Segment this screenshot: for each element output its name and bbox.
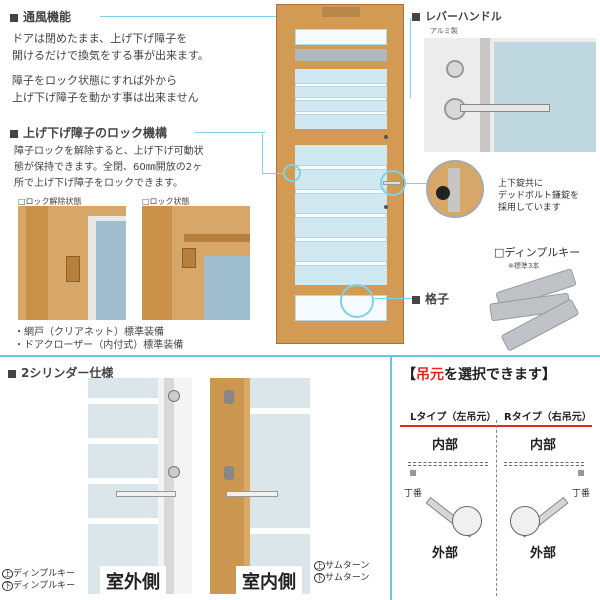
- lever-heading: レバーハンドル: [412, 8, 502, 24]
- dimple-key-note: ※標準3本: [508, 262, 540, 270]
- callout-circle: [283, 164, 301, 182]
- lock-heading: 上げ下げ障子のロック機構: [10, 124, 167, 141]
- callout-line: [404, 183, 430, 184]
- outside-left-label: 外部: [432, 546, 459, 561]
- heading-bullet-icon: [10, 13, 18, 22]
- unlocked-photo: [18, 206, 126, 320]
- person-icon: [452, 506, 482, 536]
- heading-bullet-icon: [412, 295, 420, 304]
- dimple-key-label: □ディンプルキー: [494, 246, 581, 259]
- hinge-icon: [410, 470, 416, 476]
- callout-line: [262, 173, 284, 174]
- l-type-label: Lタイプ（左吊元）: [410, 412, 497, 423]
- hinge-side-heading: 【吊元を選択できます】: [402, 367, 556, 383]
- locked-photo: [142, 206, 250, 320]
- callout-circle: [380, 170, 406, 196]
- callout-line: [374, 298, 412, 299]
- ventilation-title: 通風機能: [23, 10, 72, 24]
- standard-notes: ・網戸（クリアネット）標準装備 ・ドアクローザー（内付式）標準装備: [14, 327, 184, 351]
- hinge-icon: [578, 470, 584, 476]
- locked-caption: □ロック状態: [142, 197, 190, 206]
- lever-handle: [116, 491, 176, 497]
- exterior-label: 室外側: [100, 566, 166, 596]
- exterior-photo: [88, 378, 192, 594]
- callout-line: [262, 134, 263, 174]
- lock-latch-icon: [182, 248, 196, 268]
- thumb-turn-icon: [224, 466, 234, 480]
- outside-right-label: 外部: [530, 546, 557, 561]
- lever-material: アルミ製: [430, 27, 458, 35]
- callout-line: [195, 132, 265, 133]
- heading-bullet-icon: [412, 13, 420, 21]
- callout-line: [100, 16, 280, 17]
- section-divider: [0, 355, 600, 357]
- r-type-label: Rタイプ（右吊元）: [504, 412, 592, 423]
- exterior-legend: 上ディンプルキー 下ディンプルキー: [2, 569, 76, 591]
- inside-left-label: 内部: [432, 438, 459, 453]
- ventilation-heading: 通風機能: [10, 8, 71, 25]
- cylinder-title: 2シリンダー仕様: [21, 366, 114, 380]
- deadbolt-icon: [436, 186, 450, 200]
- person-icon: [510, 506, 540, 536]
- section-divider: [390, 355, 392, 600]
- hinge-side-highlight: 吊元: [416, 367, 444, 383]
- lock-latch-icon: [66, 256, 80, 282]
- hinge-right-label: 丁番: [572, 489, 591, 499]
- glass-pane: [204, 256, 250, 320]
- key-cylinder-icon: [384, 135, 388, 139]
- hinge-left-label: 丁番: [404, 489, 423, 499]
- door-closer: [322, 7, 360, 17]
- interior-photo: [210, 378, 310, 594]
- glass-pane: [96, 221, 126, 320]
- thumb-turn-icon: [224, 390, 234, 404]
- lock-text: 障子ロックを解除すると、上げ下げ可動状 態が保持できます。全閉、60㎜開放の2ヶ…: [14, 146, 204, 189]
- lever-handle: [460, 104, 550, 112]
- key-cylinder-icon: [168, 466, 180, 478]
- lever-handle: [226, 491, 278, 497]
- unlocked-caption: □ロック解除状態: [18, 197, 82, 206]
- lock-info: 上下錠共に デッドボルト鎌錠を 採用しています: [498, 179, 580, 213]
- type-separator: [496, 420, 497, 596]
- cylinder-heading: 2シリンダー仕様: [8, 364, 113, 381]
- key-cylinder-icon: [446, 60, 464, 78]
- callout-circle: [340, 284, 374, 318]
- lock-detail-circle: [426, 160, 484, 218]
- door-closed-position: [408, 462, 488, 466]
- key-cylinder-icon: [384, 205, 388, 209]
- heading-bullet-icon: [10, 129, 18, 138]
- lattice-heading: 格子: [412, 290, 449, 307]
- interior-label: 室内側: [236, 566, 302, 596]
- interior-legend: 上サムターン 下サムターン: [314, 561, 370, 583]
- lever-title: レバーハンドル: [425, 10, 502, 23]
- inside-right-label: 内部: [530, 438, 557, 453]
- ventilation-text: ドアは閉めたまま、上げ下げ障子を 開けるだけで換気をする事が出来ます。 障子をロ…: [12, 32, 209, 104]
- callout-line: [410, 18, 411, 98]
- heading-bullet-icon: [8, 369, 16, 378]
- lock-title: 上げ下げ障子のロック機構: [23, 126, 168, 140]
- lever-photo: [424, 38, 596, 152]
- lattice-label: 格子: [425, 292, 450, 306]
- key-cylinder-icon: [168, 390, 180, 402]
- door-closed-position: [504, 462, 584, 466]
